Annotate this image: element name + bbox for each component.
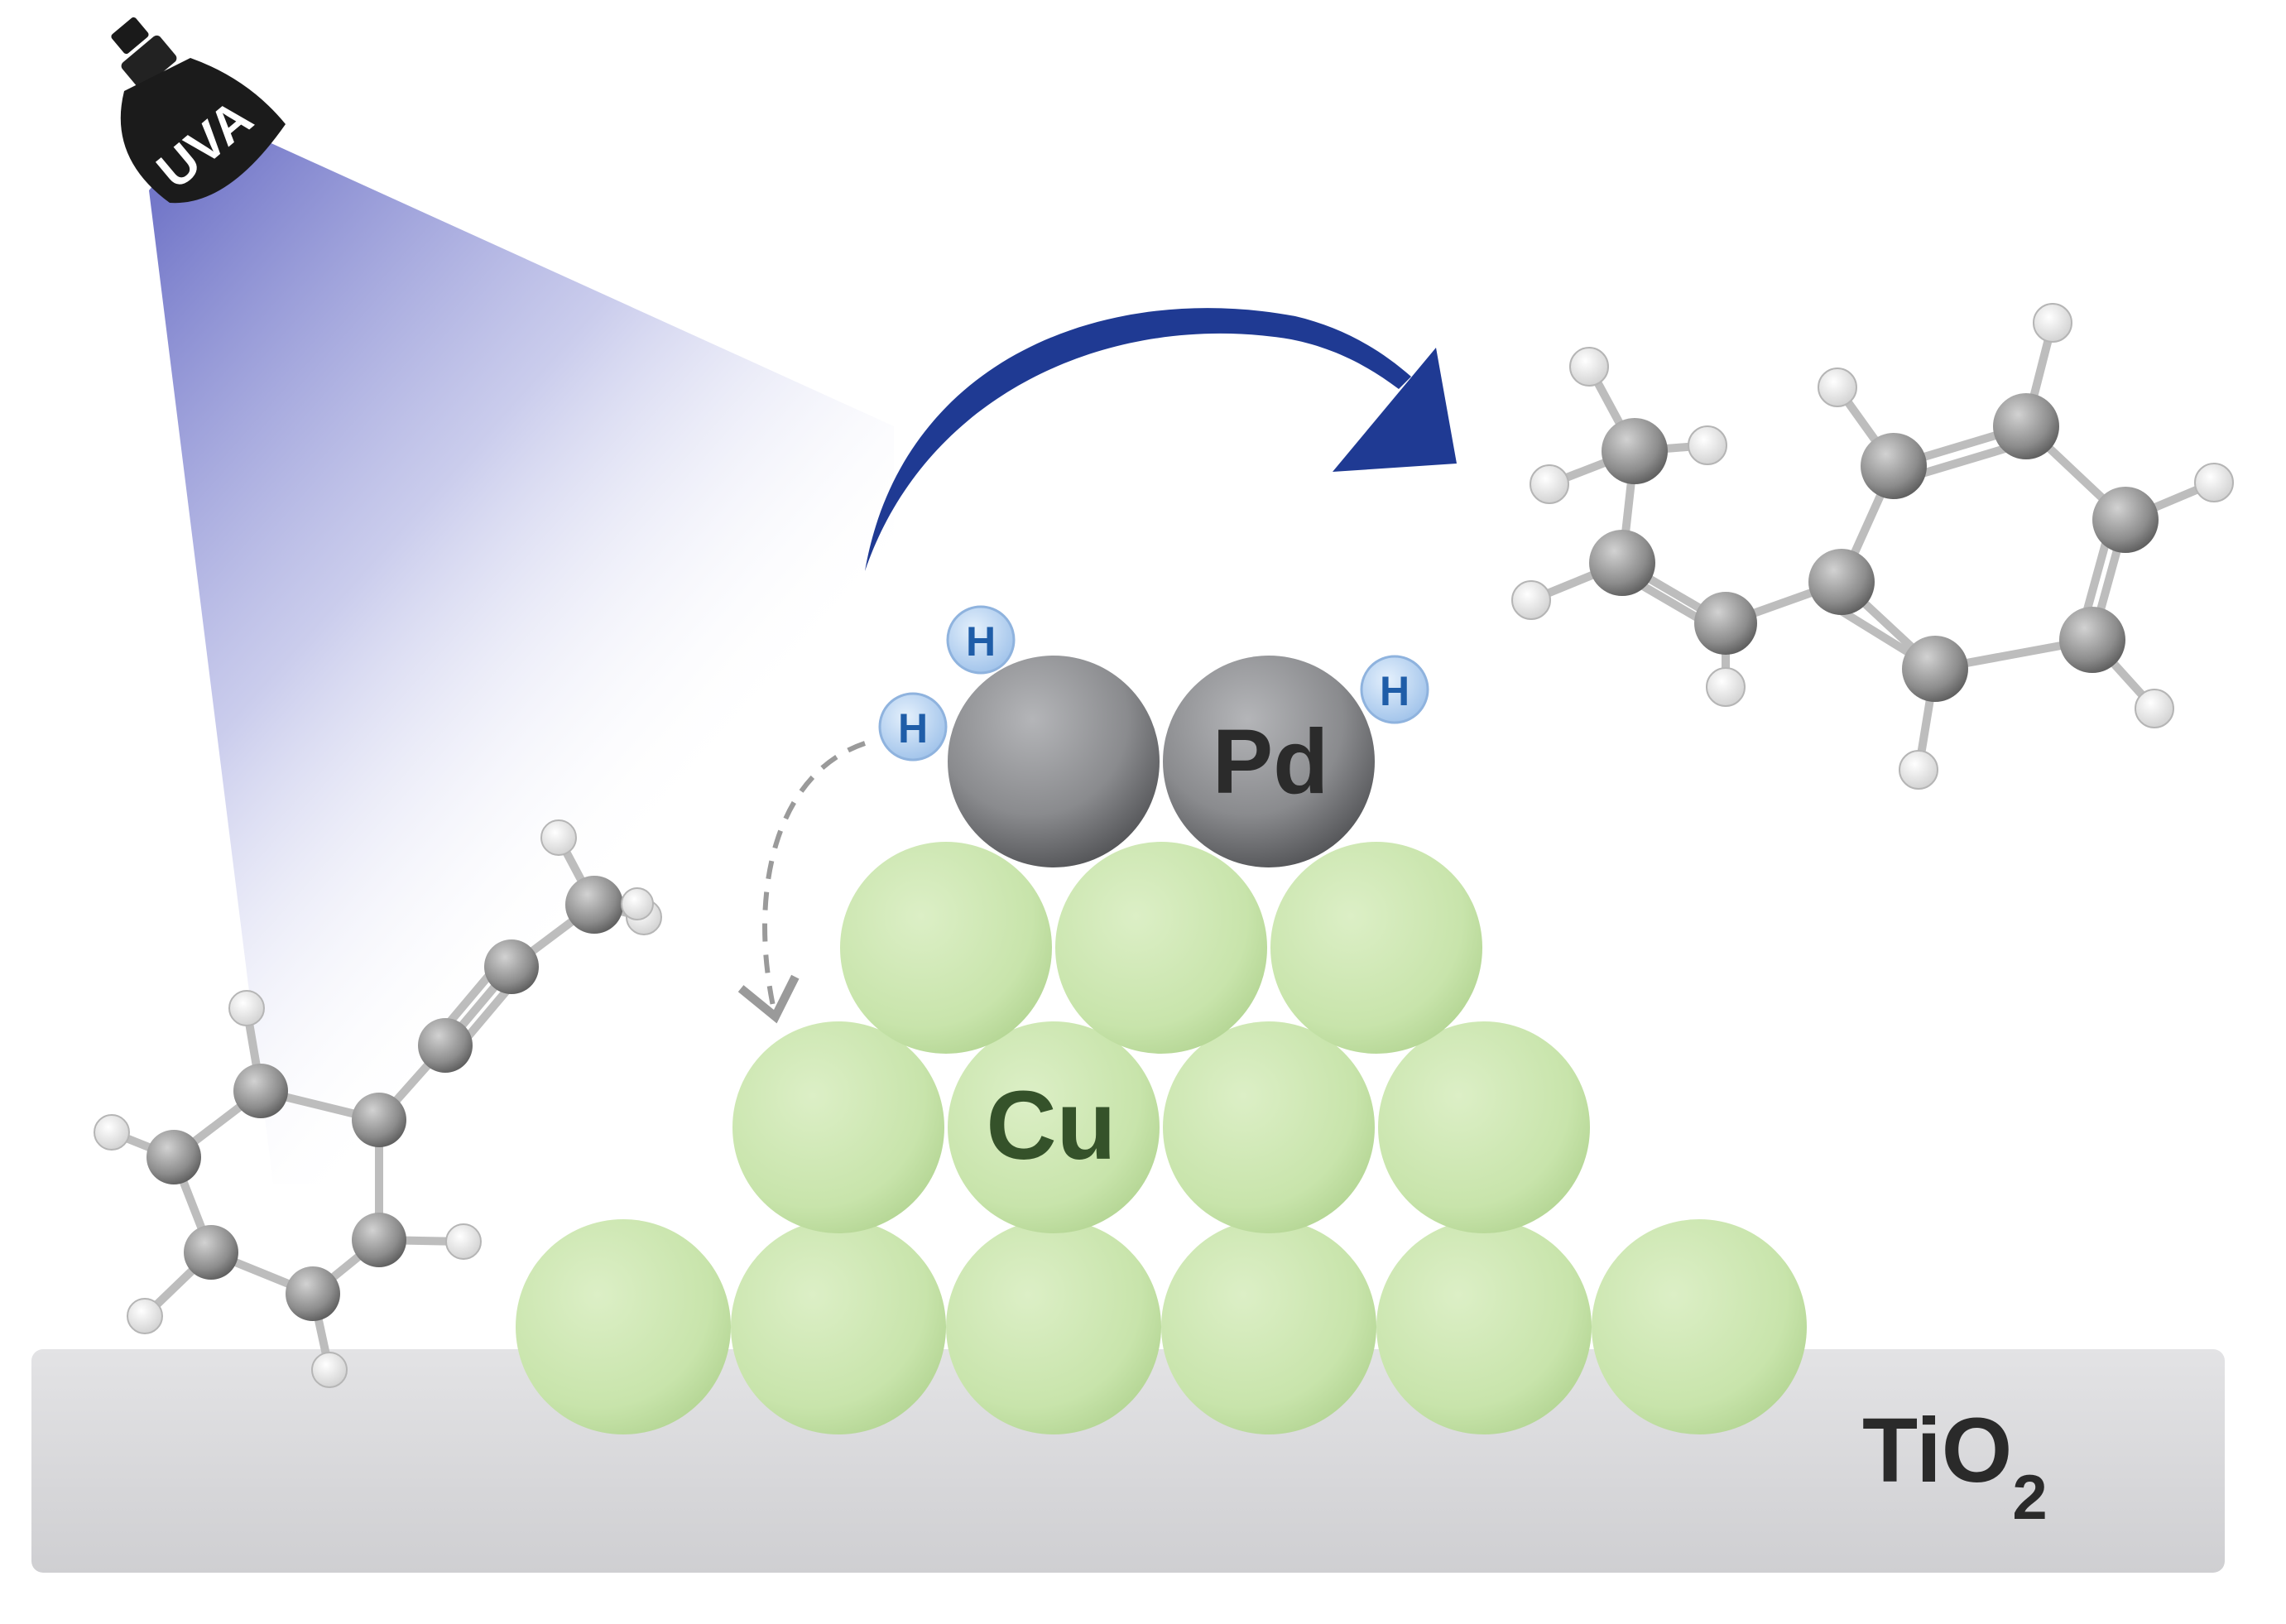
cu-atom	[731, 1219, 946, 1434]
cu-cluster	[516, 842, 1807, 1434]
pd-atom	[948, 656, 1160, 867]
cu-atom	[840, 842, 1052, 1054]
cu-atom	[1376, 1219, 1592, 1434]
product-molecule	[1511, 303, 2234, 790]
pd-label: Pd	[1213, 711, 1329, 813]
svg-text:H: H	[898, 705, 928, 752]
hydrogen-atom: H	[878, 692, 948, 762]
cu-atom	[516, 1219, 731, 1434]
cu-atom	[946, 1219, 1161, 1434]
reactant-molecule	[94, 819, 662, 1388]
cu-atom	[1592, 1219, 1807, 1434]
cu-atom	[732, 1021, 944, 1233]
svg-text:H: H	[966, 618, 996, 665]
hydrogen-atom: H	[946, 605, 1016, 675]
uva-lamp-icon: UVA	[111, 17, 286, 204]
cu-label: Cu	[986, 1071, 1116, 1180]
cu-atom	[1378, 1021, 1590, 1233]
cu-atom	[1270, 842, 1482, 1054]
tio2-label: TiO2	[1862, 1400, 2048, 1533]
cu-atom	[948, 1021, 1160, 1233]
reaction-arrow	[865, 308, 1457, 571]
cu-atom	[1163, 1021, 1375, 1233]
svg-text:H: H	[1380, 668, 1410, 714]
hydrogen-spillover-arrow	[737, 741, 866, 1024]
pd-atom	[1163, 656, 1375, 867]
uv-light-beam	[149, 116, 894, 1184]
cu-atom	[1055, 842, 1267, 1054]
hydrogen-atom: H	[1360, 655, 1429, 724]
cu-atom	[1161, 1219, 1376, 1434]
